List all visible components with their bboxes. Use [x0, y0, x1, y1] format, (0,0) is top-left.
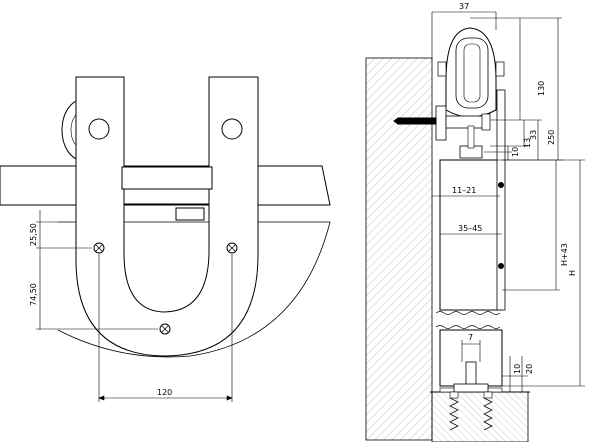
right-bolt-hole [221, 118, 243, 140]
screw-bottom [159, 323, 171, 335]
floor-screw-left [449, 391, 459, 431]
floor-guide [439, 361, 503, 431]
dim-74-50: 74,50 [29, 283, 38, 306]
side-view [365, 11, 585, 442]
dim-33: 33 [529, 130, 538, 140]
screw-left [93, 242, 105, 254]
dim-11-21: 11–21 [452, 186, 476, 195]
side-strap [496, 89, 506, 311]
floor-screw-right [483, 391, 493, 431]
side-dimensions [431, 11, 585, 392]
dim-bottom-10: 10 [513, 364, 522, 374]
anti-jump-block [175, 207, 205, 221]
wall-section [365, 57, 433, 441]
center-slot [121, 166, 213, 190]
dim-37: 37 [459, 2, 469, 11]
dim-7: 7 [468, 333, 473, 342]
dim-10: 10 [511, 147, 520, 157]
dim-120: 120 [157, 388, 172, 397]
panel-arc [57, 221, 331, 358]
wall-bracket [393, 105, 491, 159]
dim-bottom-20: 20 [525, 364, 534, 374]
side-roller [437, 27, 505, 118]
dim-h-plus-43: H+43 [560, 243, 569, 266]
dim-250: 250 [547, 130, 556, 145]
floor-section [431, 391, 529, 442]
door-panel [439, 159, 503, 311]
dim-13: 13 [523, 138, 532, 148]
left-bolt-hole [88, 118, 110, 140]
dim-130: 130 [537, 81, 546, 96]
screw-right [226, 242, 238, 254]
dim-25-50: 25,50 [29, 223, 38, 246]
front-view [0, 76, 331, 402]
u-strap [75, 76, 259, 357]
dim-h: H [568, 270, 577, 276]
dim-35-45: 35–45 [458, 224, 482, 233]
front-dimensions [36, 210, 233, 402]
